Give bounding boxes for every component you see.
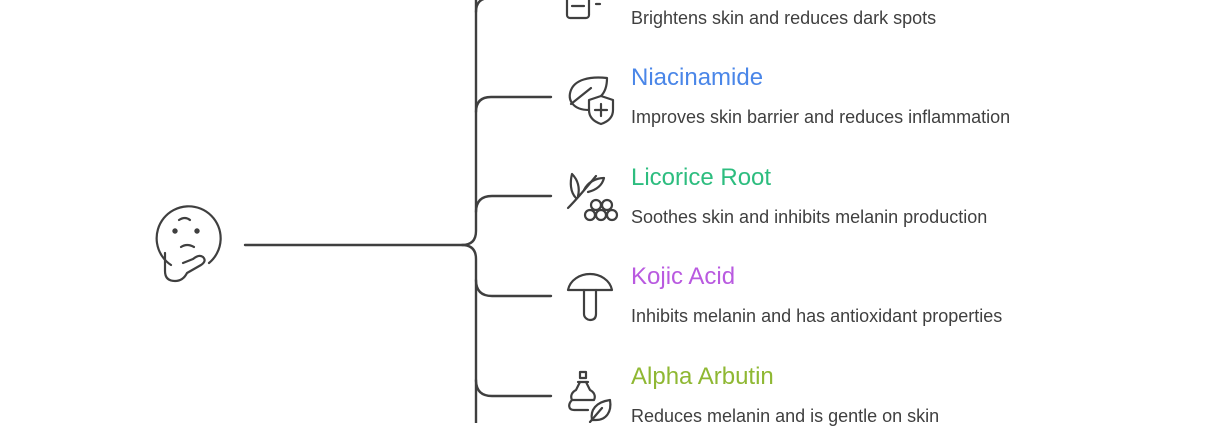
- ingredient-item: Alpha Arbutin Reduces melanin and is gen…: [631, 362, 1191, 428]
- trunk-connector: [460, 243, 478, 423]
- ingredient-item: Brightens skin and reduces dark spots: [631, 6, 1191, 30]
- ingredient-title: Kojic Acid: [631, 263, 736, 290]
- branch-connector-3: [474, 194, 553, 214]
- branch-connector-4: [474, 278, 553, 298]
- ingredient-item: Licorice Root Soothes skin and inhibits …: [631, 163, 1191, 229]
- ingredient-description: Improves skin barrier and reduces inflam…: [631, 107, 1011, 127]
- serum-bottle-icon: [565, 0, 602, 20]
- ingredient-description: Inhibits melanin and has antioxidant pro…: [631, 306, 1003, 326]
- branch-connector-5: [474, 378, 553, 398]
- licorice-plant-icon: [566, 172, 619, 222]
- ingredient-description: Reduces melanin and is gentle on skin: [631, 406, 940, 426]
- branch-connector-2: [474, 95, 553, 114]
- leaf-shield-icon: [568, 76, 615, 126]
- root-connector: [243, 0, 478, 247]
- ingredient-item: Niacinamide Improves skin barrier and re…: [631, 63, 1191, 129]
- ingredient-item: Kojic Acid Inhibits melanin and has anti…: [631, 262, 1191, 328]
- ingredient-description: Soothes skin and inhibits melanin produc…: [631, 207, 988, 227]
- connector-lines: [243, 0, 553, 423]
- ingredient-title: Alpha Arbutin: [631, 363, 774, 390]
- ingredient-title: Niacinamide: [631, 64, 764, 91]
- mushroom-icon: [566, 272, 614, 322]
- ingredient-description: Brightens skin and reduces dark spots: [631, 8, 937, 28]
- thinking-face-icon: [155, 205, 222, 283]
- branch-connector-1: [474, 0, 485, 14]
- ingredient-title: Licorice Root: [631, 164, 772, 191]
- dropper-leaf-icon: [568, 370, 612, 423]
